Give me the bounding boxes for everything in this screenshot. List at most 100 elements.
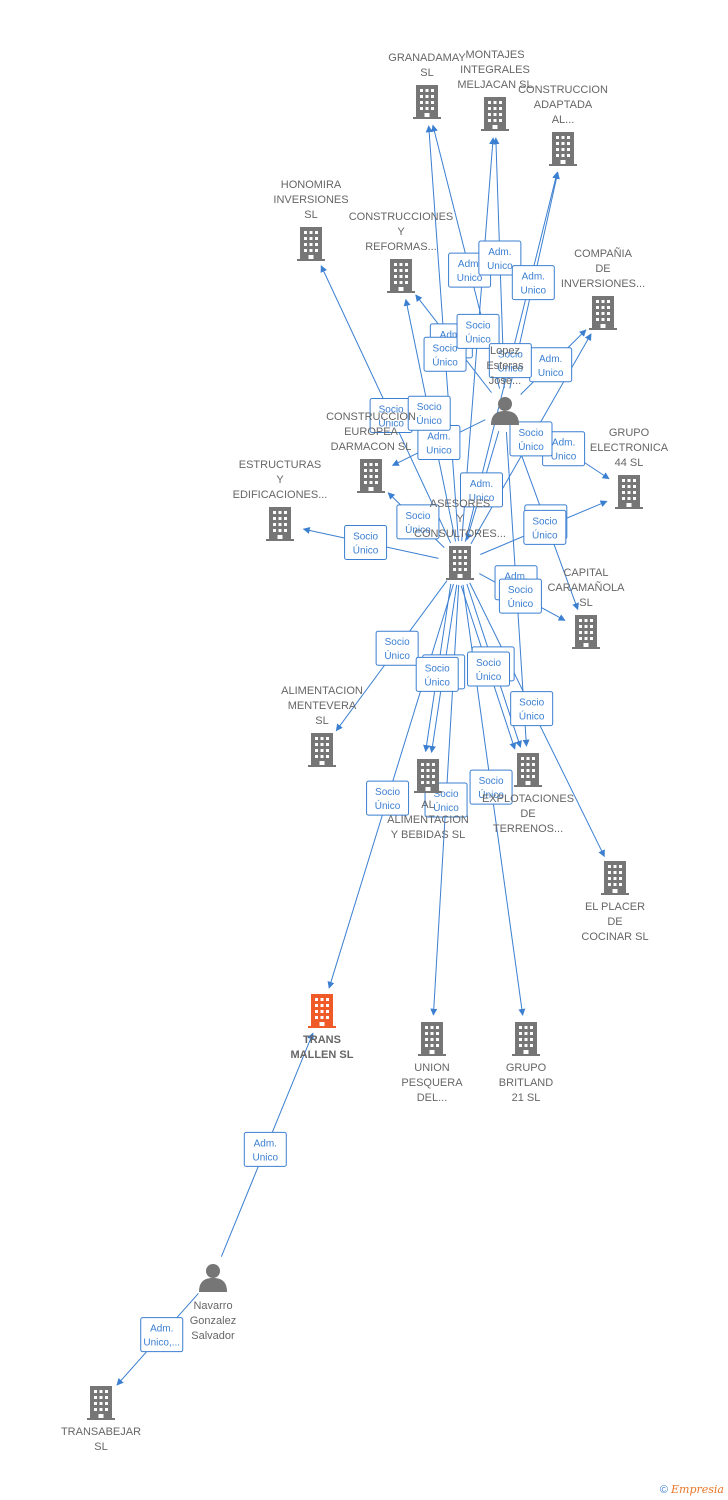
- node-label: ESTRUCTURAS: [239, 459, 322, 471]
- node-construcciones_reformas[interactable]: CONSTRUCCIONESYREFORMAS...: [349, 211, 454, 293]
- node-label: Y: [397, 226, 405, 238]
- edge-label-text: Único: [478, 788, 504, 801]
- edge-label-text: Único: [433, 801, 459, 814]
- building-icon: [308, 994, 336, 1028]
- node-label: CONSULTORES...: [414, 528, 506, 540]
- edge-label[interactable]: Adm.Unico: [511, 265, 555, 301]
- node-compania[interactable]: COMPAÑIADEINVERSIONES...: [561, 247, 645, 330]
- edge-label-box: [498, 578, 542, 614]
- edge-label-text: Socio: [433, 343, 458, 354]
- node-asesores[interactable]: ASESORESYCONSULTORES...: [414, 498, 506, 580]
- building-icon: [87, 1386, 115, 1420]
- edge-label-text: Adm.: [539, 354, 562, 365]
- node-label: COCINAR SL: [581, 931, 648, 943]
- edge-label-box: [460, 472, 504, 508]
- node-label: ASESORES: [430, 498, 491, 510]
- node-lopez[interactable]: LopezEsterasJose...: [486, 345, 524, 425]
- edge-label[interactable]: Adm.Unico,...: [140, 1317, 184, 1353]
- edge-label-text: Socio: [508, 585, 533, 596]
- node-label: SL: [304, 209, 317, 221]
- edge-label[interactable]: Adm. Unico: [529, 347, 573, 383]
- node-label: REFORMAS...: [365, 241, 437, 253]
- edge-label-text: Unico: [253, 1152, 279, 1163]
- edge-label-box: [469, 769, 513, 805]
- edge-label[interactable]: Adm.Unico: [460, 472, 504, 508]
- edge-label-text: Único: [519, 710, 545, 723]
- node-label: DARMACON SL: [331, 441, 412, 453]
- node-estructuras[interactable]: ESTRUCTURAS Y EDIFICACIONES...: [233, 459, 328, 541]
- node-label: MENTEVERA: [288, 700, 357, 712]
- edge-label-text: Único: [416, 414, 442, 427]
- building-icon: [481, 97, 509, 131]
- building-icon: [297, 227, 325, 261]
- node-label: HONOMIRA: [281, 179, 342, 191]
- edge-label-text: Único: [405, 523, 431, 536]
- node-label: EDIFICACIONES...: [233, 489, 328, 501]
- node-label: INTEGRALES: [460, 64, 530, 76]
- edge-label-text: Adm.: [427, 432, 450, 443]
- node-label: EUROPEA: [344, 426, 398, 438]
- node-explotaciones[interactable]: EXPLOTACIONESDETERRENOS...: [482, 753, 574, 835]
- building-icon: [572, 615, 600, 649]
- edge-label-text: Adm.: [488, 247, 511, 258]
- edge-label-text: Socio: [466, 320, 491, 331]
- edge-label[interactable]: Adm.Unico: [478, 240, 522, 276]
- node-construccion_adaptada[interactable]: CONSTRUCCIONADAPTADAAL...: [518, 84, 608, 166]
- edge-label-box: [344, 525, 388, 561]
- node-label: GRUPO: [609, 427, 650, 439]
- edge-label-box: [140, 1317, 184, 1353]
- node-label: Y: [276, 474, 284, 486]
- node-label: DE: [520, 808, 535, 820]
- footer-brand: © Empresia: [660, 1483, 724, 1496]
- node-label: TRANS: [303, 1034, 341, 1046]
- edge-label-text: Socio: [518, 428, 543, 439]
- edge-label[interactable]: Adm. Unico: [243, 1131, 287, 1167]
- edge-label-text: Adm.: [150, 1324, 173, 1335]
- node-label: GRUPO: [506, 1062, 547, 1074]
- node-label: MELJACAN SL: [457, 79, 532, 91]
- edge-label-text: Adm.: [552, 438, 575, 449]
- node-label: EL PLACER: [585, 901, 645, 913]
- copyright-icon: ©: [659, 1484, 668, 1496]
- edge-label-text: Unico: [538, 368, 564, 379]
- edge-label-box: [456, 313, 500, 349]
- edge-label-text: Adm.: [254, 1138, 277, 1149]
- edge-label-box: [467, 651, 511, 687]
- building-icon: [589, 296, 617, 330]
- edge-label-text: Socio: [379, 404, 404, 415]
- edge-label-box: [510, 691, 554, 727]
- node-label: Y BEBIDAS SL: [391, 829, 465, 841]
- edge-label-text: Socio: [479, 776, 504, 787]
- node-union_pesquera[interactable]: UNIONPESQUERADEL...: [401, 1022, 463, 1104]
- node-label: GRANADAMAY: [388, 52, 466, 64]
- edge-label-text: Único: [353, 544, 379, 557]
